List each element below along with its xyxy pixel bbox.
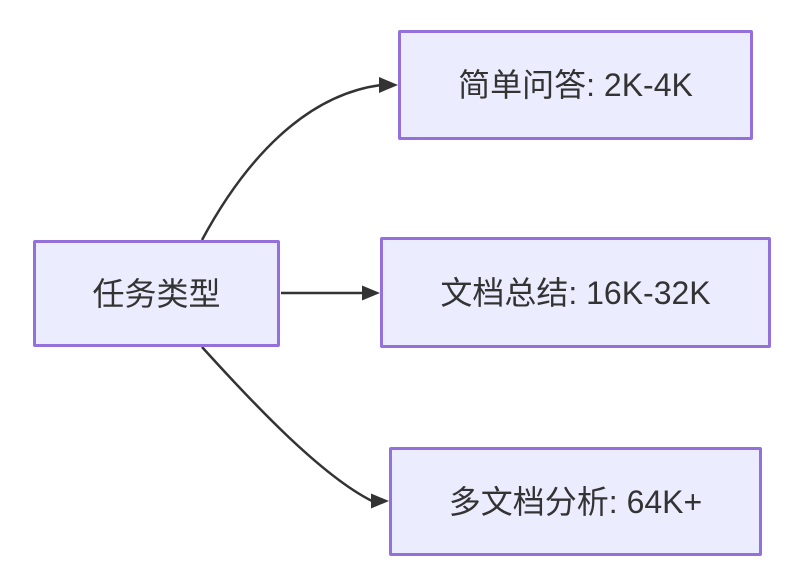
node-multi-doc-analysis-label: 多文档分析: 64K+	[448, 483, 703, 520]
node-doc-summary-label: 文档总结: 16K-32K	[440, 274, 711, 311]
node-task-type-label: 任务类型	[92, 275, 221, 312]
node-multi-doc-analysis: 多文档分析: 64K+	[389, 447, 762, 556]
edge-root-to-top	[200, 83, 382, 241]
edge-root-to-middle-arrowhead-icon	[362, 285, 380, 301]
edge-root-to-bottom	[201, 346, 373, 503]
node-simple-qa: 简单问答: 2K-4K	[398, 30, 753, 140]
node-task-type: 任务类型	[33, 240, 280, 347]
node-simple-qa-label: 简单问答: 2K-4K	[458, 67, 693, 103]
node-doc-summary: 文档总结: 16K-32K	[380, 237, 771, 348]
edge-root-to-bottom-arrowhead-icon	[371, 493, 389, 509]
edge-root-to-top-arrowhead-icon	[379, 77, 398, 93]
